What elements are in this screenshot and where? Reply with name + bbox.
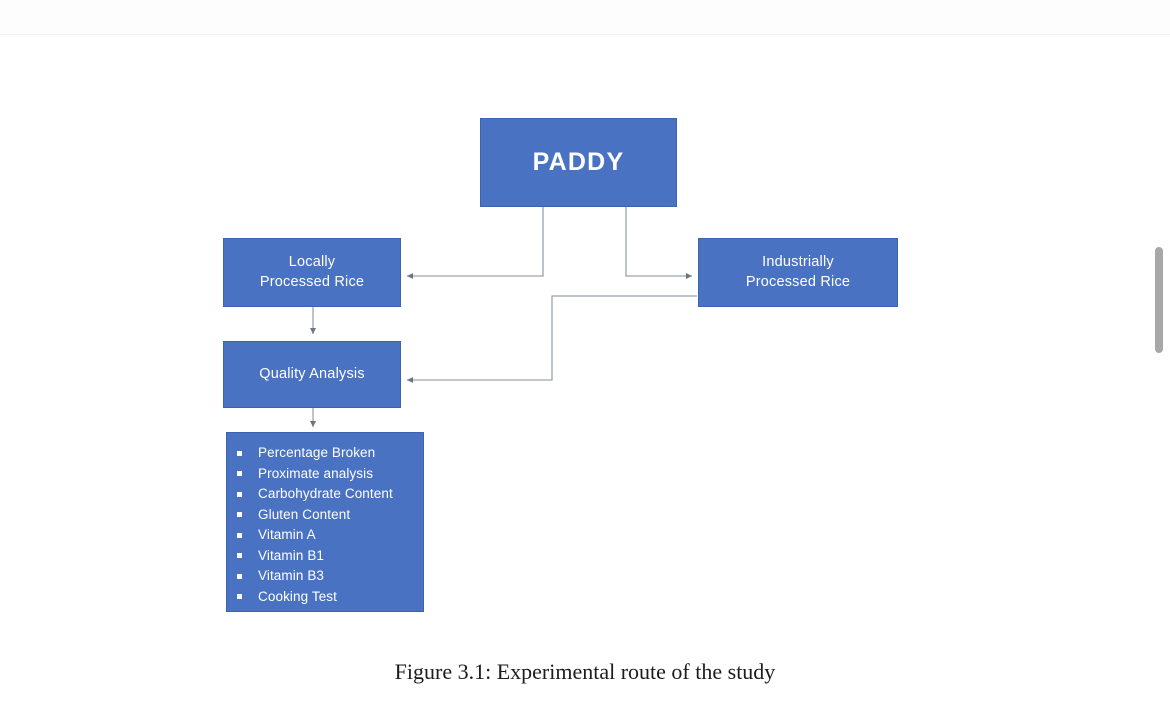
bullet-square-icon: [237, 573, 242, 579]
bullet-square-icon: [237, 450, 242, 456]
edge-paddy-to-local: [407, 207, 544, 279]
figure-caption: Figure 3.1: Experimental route of the st…: [394, 659, 776, 684]
node-paddy: PADDY: [480, 118, 677, 207]
node-industrial-line2: Processed Rice: [745, 273, 851, 290]
list-item-label: Carbohydrate Content: [258, 486, 393, 501]
list-item: Gluten Content: [237, 505, 423, 526]
node-quality-analysis-label: Quality Analysis: [259, 365, 365, 382]
scrollbar-track[interactable]: [1152, 0, 1168, 715]
list-item: Vitamin B3: [237, 566, 423, 587]
list-item-label: Vitamin B1: [258, 547, 325, 563]
figure-diagram: PADDY Locally Processed Rice Industriall…: [223, 118, 898, 612]
bullet-square-icon: [237, 491, 242, 497]
node-industrially-processed-rice-label: Industrially Processed Rice: [746, 253, 850, 292]
list-item: Cooking Test: [237, 587, 423, 608]
node-test-list: Percentage Broken Proximate analysis Car…: [226, 432, 424, 612]
list-item: Proximate analysis: [237, 464, 423, 485]
node-locally-processed-rice: Locally Processed Rice: [223, 238, 401, 307]
list-item: Vitamin A: [237, 525, 423, 546]
bullet-square-icon: [237, 512, 242, 518]
list-item-label: Gluten Content: [258, 506, 351, 522]
edge-paddy-to-industrial: [625, 207, 692, 279]
list-item-label: Proximate analysis: [258, 465, 374, 481]
node-paddy-label: PADDY: [532, 147, 625, 176]
node-locally-processed-rice-label: Locally Processed Rice: [260, 253, 364, 292]
edge-industrial-to-quality: [407, 295, 697, 383]
list-item-label: Cooking Test: [258, 588, 337, 604]
node-local-line2: Processed Rice: [259, 273, 365, 290]
bullet-square-icon: [237, 553, 242, 559]
bullet-square-icon: [237, 532, 242, 538]
node-quality-analysis: Quality Analysis: [223, 341, 401, 408]
bullet-square-icon: [237, 471, 242, 477]
node-industrial-line1: Industrially: [762, 253, 834, 270]
diagram-connectors: [310, 207, 697, 427]
list-item-label: Vitamin A: [258, 527, 316, 542]
list-item: Vitamin B1: [237, 546, 423, 567]
node-industrially-processed-rice: Industrially Processed Rice: [698, 238, 898, 307]
node-local-line1: Locally: [288, 253, 336, 270]
list-item: Percentage Broken: [237, 443, 423, 464]
bullet-square-icon: [237, 594, 242, 600]
test-list: Percentage Broken Proximate analysis Car…: [237, 443, 423, 607]
list-item: Carbohydrate Content: [237, 484, 423, 505]
scrollbar-thumb[interactable]: [1155, 247, 1163, 353]
page-top-band: [0, 0, 1170, 35]
list-item-label: Percentage Broken: [258, 445, 376, 460]
list-item-label: Vitamin B3: [258, 568, 325, 583]
